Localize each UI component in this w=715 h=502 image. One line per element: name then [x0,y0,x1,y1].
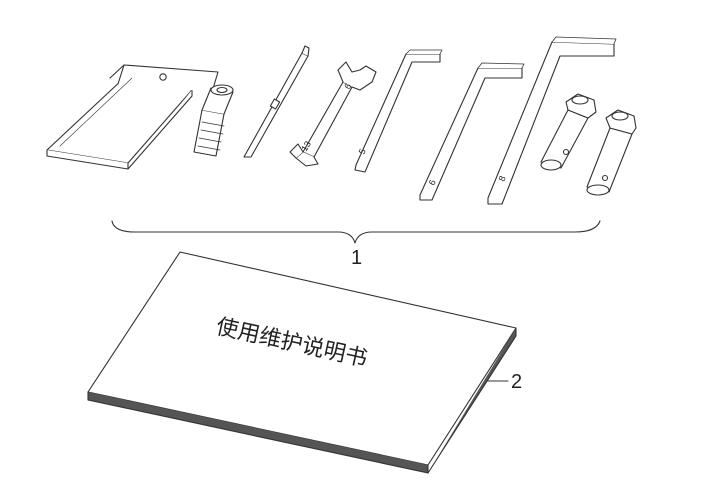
screwdriver [243,45,310,158]
hex-key-size-8 [487,36,617,205]
box-spanner-b [586,109,637,196]
callout-tool-kit: 1 [351,247,362,269]
hex-key-label-5: 5 [357,147,368,156]
tool-pouch [46,64,219,170]
owners-manual-book [87,251,517,474]
wrench-size-bottom: 13 [299,139,313,153]
socket-grip-tool [193,84,234,157]
box-spanner-a [540,93,597,171]
snap-button-icon [159,73,167,81]
hex-key-label-6: 6 [427,178,438,187]
wrench-size-top: 6 [342,82,353,92]
callout-manual: 2 [511,371,522,393]
hex-key-size-6 [419,62,525,201]
group-brace [111,220,601,244]
hex-key-label-8: 8 [497,174,508,182]
hex-key-size-5 [354,49,443,173]
double-open-end-wrench [289,61,377,167]
